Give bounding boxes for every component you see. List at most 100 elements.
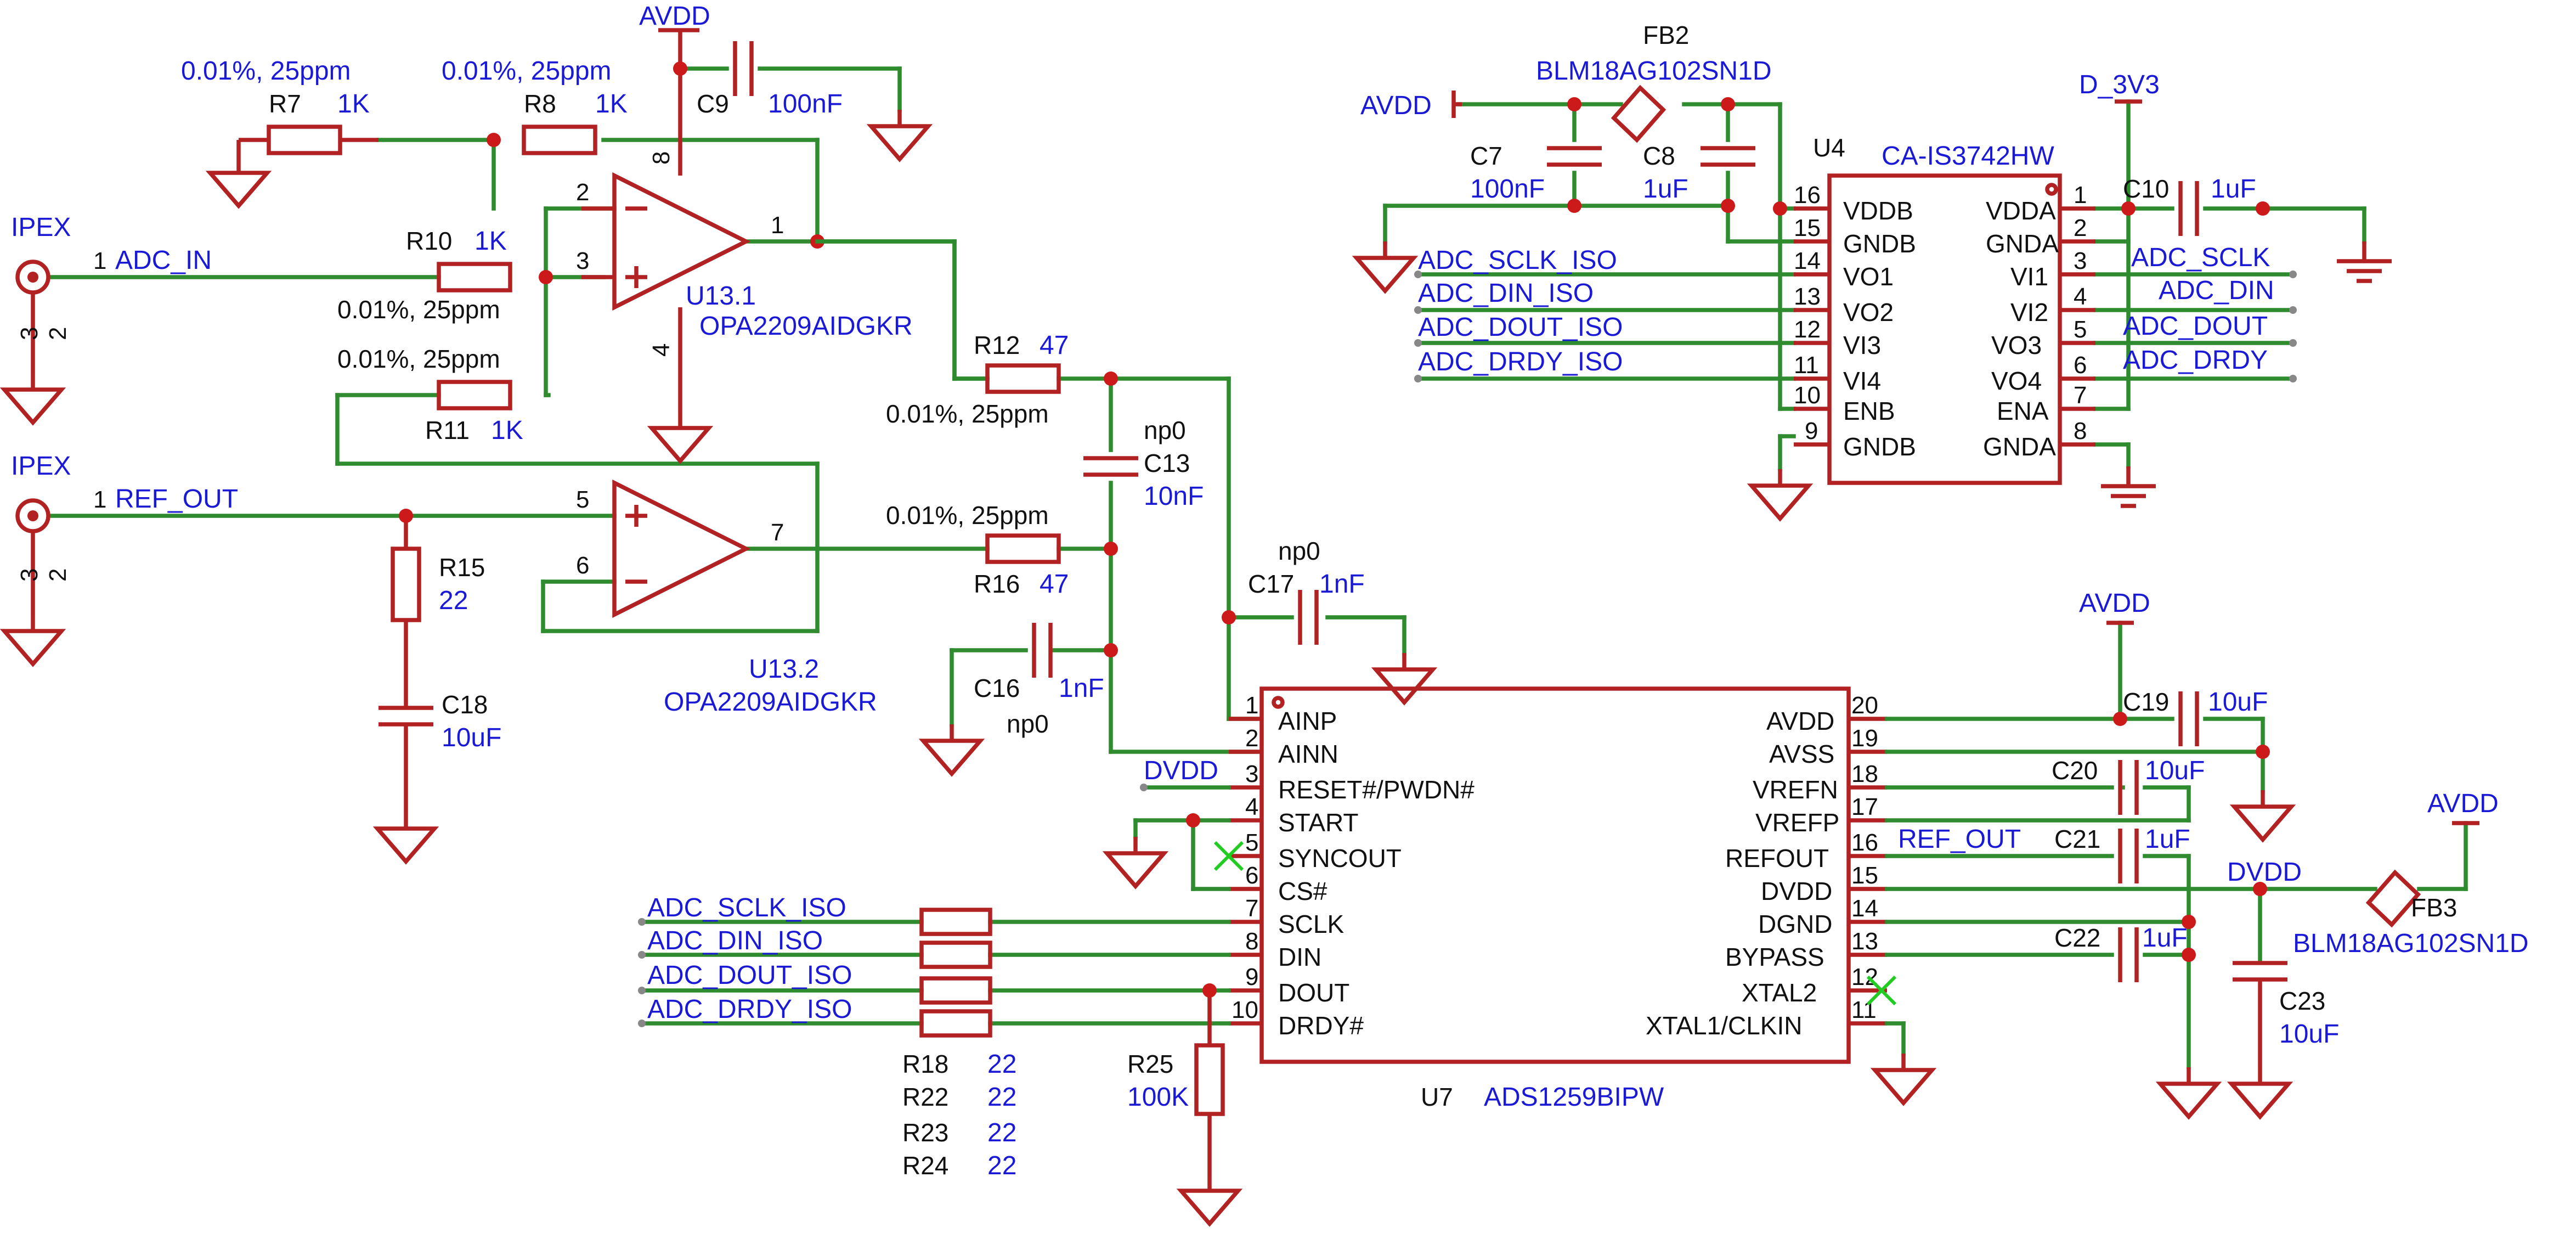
u7-pin-1-name: AINP: [1278, 707, 1337, 735]
u4-pin-5-num: 5: [2074, 316, 2087, 343]
avdd-flag-fb3: AVDD: [2427, 789, 2499, 825]
u7-pin-3-num: 3: [1245, 761, 1258, 787]
u13-2-section: 5 6 7 U13.2 OPA2209AIDGKR IPEX 1 REF_OUT…: [4, 452, 990, 862]
net-adc-sclk-iso-u4: ADC_SCLK_ISO: [1418, 246, 1617, 275]
r12-tolerance: 0.01%, 25ppm: [886, 399, 1049, 428]
u7-pin-3-name: RESET#/PWDN#: [1278, 775, 1475, 804]
r25-ref: R25: [1127, 1050, 1173, 1078]
u7-pin-14-num: 14: [1851, 895, 1878, 922]
c16-np: np0: [1007, 710, 1049, 738]
u7-pin-16-num: 16: [1851, 829, 1878, 856]
ipex-ref-pin2: 2: [44, 568, 71, 582]
u7-pin-8-num: 8: [1245, 928, 1258, 955]
c7-value: 100nF: [1470, 174, 1545, 204]
u7-pin-8-name: DIN: [1278, 943, 1321, 971]
u4-pin-9-name: GNDB: [1843, 432, 1916, 461]
ferrite-fb2: FB2 BLM18AG102SN1D: [1536, 21, 1772, 143]
ipex-adc-pin2: 2: [44, 327, 71, 340]
u4-pin-6-name: VO4: [1991, 367, 2042, 395]
u4-pin-8-num: 8: [2074, 418, 2087, 444]
c13-value: 10nF: [1144, 482, 1204, 511]
u4-pin-1-num: 1: [2074, 182, 2087, 209]
ipex-adc-label: IPEX: [11, 213, 71, 242]
u13-2-pin6: 6: [576, 552, 589, 579]
gnd-xtal1: [1875, 1054, 1932, 1103]
u4-pin-10-name: ENB: [1843, 397, 1895, 425]
net-adc-din-iso-u7: ADC_DIN_ISO: [647, 926, 823, 955]
u7-left-pins: 1 AINP 2 AINN 3 RESET#/PWDN# 4 START 5 S…: [1229, 692, 1475, 1040]
u4-pin-2-num: 2: [2074, 215, 2087, 241]
avdd-u7-label: AVDD: [2079, 589, 2150, 618]
u13-2-ref: U13.2: [749, 655, 819, 684]
r8-tolerance: 0.01%, 25ppm: [442, 57, 612, 86]
u7-pin-2-num: 2: [1245, 725, 1258, 752]
adc-u7-section: U7 ADS1259BIPW 1 AINP 2 AINN 3 RESET#/PW…: [638, 589, 2529, 1224]
r10-ref: R10: [406, 227, 452, 255]
gnd-u4-pin9: [1752, 469, 1809, 519]
u4-pin-3-name: VI1: [2010, 262, 2048, 291]
avdd-fb3-label: AVDD: [2427, 789, 2499, 818]
c10-value: 1uF: [2211, 174, 2256, 204]
u7-pin-4-name: START: [1278, 808, 1359, 837]
u7-pin-15-name: DVDD: [1761, 877, 1832, 905]
c10-ref: C10: [2123, 174, 2169, 203]
u7-pin-6-num: 6: [1245, 862, 1258, 889]
r10-tolerance: 0.01%, 25ppm: [337, 295, 500, 324]
capacitor-c9: C9 100nF: [697, 41, 928, 159]
c9-value: 100nF: [768, 89, 843, 119]
c13-np: np0: [1144, 416, 1186, 444]
capacitor-c22: C22 1uF: [2054, 924, 2188, 982]
u4-pin-14-num: 14: [1794, 247, 1821, 274]
r15-value: 22: [439, 586, 468, 615]
fb2-ref: FB2: [1643, 21, 1689, 49]
c21-ref: C21: [2054, 825, 2100, 853]
u4-pin-15-num: 15: [1794, 215, 1821, 241]
r18-ref: R18: [902, 1050, 948, 1078]
c17-ref: C17: [1248, 570, 1294, 598]
c18-value: 10uF: [442, 723, 501, 752]
u7-pin-5-name: SYNCOUT: [1278, 844, 1402, 872]
u4-pin-4-num: 4: [2074, 283, 2087, 310]
net-adc-sclk-u4: ADC_SCLK: [2131, 243, 2270, 272]
avdd-supply-top: AVDD: [639, 2, 710, 176]
egnd-u4-pin8: [2101, 466, 2156, 506]
gnd-dgnd: [2160, 1067, 2217, 1117]
input-filter: R12 47 0.01%, 25ppm 0.01%, 25ppm R16 47 …: [815, 239, 1433, 774]
c19-ref: C19: [2123, 688, 2169, 716]
c22-value: 1uF: [2142, 924, 2188, 953]
u7-pin-12-name: XTAL2: [1742, 978, 1817, 1007]
c23-ref: C23: [2279, 987, 2325, 1015]
u7-pin-19-num: 19: [1851, 725, 1878, 752]
u7-pin-10-name: DRDY#: [1278, 1011, 1364, 1040]
r16-value: 47: [1040, 570, 1069, 599]
r22-value: 22: [987, 1083, 1016, 1112]
resistor-r8: 0.01%, 25ppm R8 1K: [442, 57, 628, 155]
ipex-ref-pin1: 1: [93, 486, 106, 513]
net-adc-dout-iso-u4: ADC_DOUT_ISO: [1418, 313, 1623, 342]
u13-1-part: OPA2209AIDGKR: [699, 312, 913, 341]
r24-value: 22: [987, 1151, 1016, 1180]
net-adc-sclk-iso-u7: ADC_SCLK_ISO: [647, 893, 846, 922]
u7-pin-19-name: AVSS: [1769, 740, 1834, 768]
c20-value: 10uF: [2145, 756, 2205, 785]
r7-value: 1K: [337, 89, 370, 119]
u4-pin-6-num: 6: [2074, 352, 2087, 379]
u4-pin-4-name: VI2: [2010, 298, 2048, 326]
u4-pin-12-name: VI3: [1843, 331, 1881, 359]
u7-pin-9-name: DOUT: [1278, 978, 1349, 1007]
u7-pin-14-name: DGND: [1758, 910, 1832, 938]
c23-value: 10uF: [2279, 1020, 2339, 1049]
u13-2-pin7: 7: [771, 519, 784, 546]
capacitor-c8: C8 1uF: [1643, 142, 1755, 204]
u7-pin-17-num: 17: [1851, 793, 1878, 820]
net-adc-in: ADC_IN: [115, 246, 212, 275]
u13-1-pin2: 2: [576, 179, 589, 206]
u7-part: ADS1259BIPW: [1484, 1083, 1664, 1112]
ipex-ref-pin3: 3: [16, 568, 43, 582]
u7-pin-5-num: 5: [1245, 829, 1258, 856]
r7-tolerance: 0.01%, 25ppm: [181, 57, 351, 86]
c16-value: 1nF: [1059, 674, 1104, 703]
r8-value: 1K: [595, 89, 628, 119]
r11-ref: R11: [425, 416, 470, 444]
u7-pin-2-name: AINN: [1278, 740, 1338, 768]
